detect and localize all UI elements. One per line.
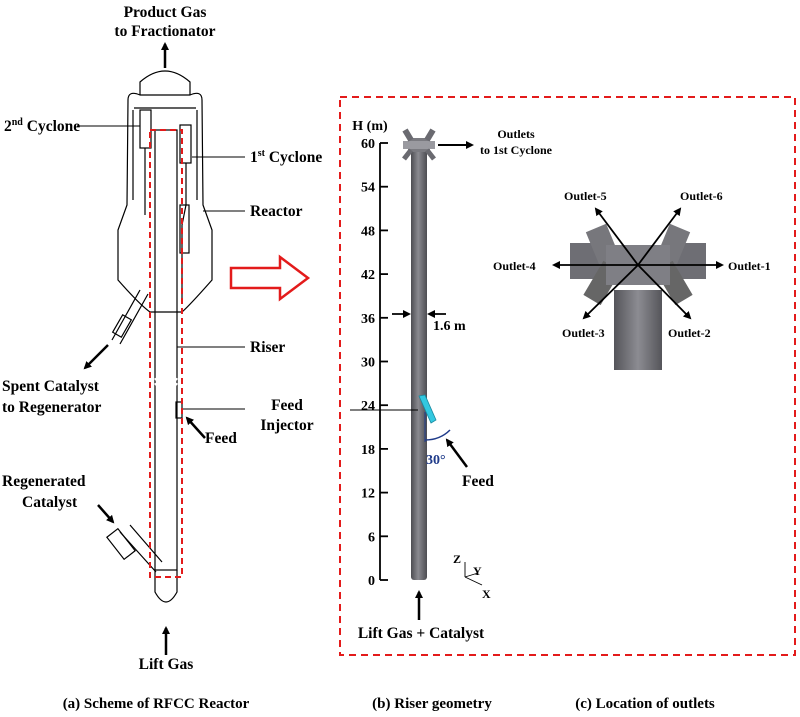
label-outlet-5: Outlet-5 (564, 189, 607, 203)
label-to-first-cyclone: to 1st Cyclone (480, 143, 553, 157)
label-to-fractionator: to Fractionator (114, 23, 215, 40)
label-lift-gas: Lift Gas (139, 656, 194, 673)
label-product-gas: Product Gas (124, 4, 207, 21)
label-injector: Injector (260, 417, 313, 434)
outlet-2-arrow (637, 264, 692, 320)
angle-arc (424, 429, 451, 441)
outlet-3-arrow (582, 264, 639, 320)
rfcc-scheme (77, 42, 245, 655)
outlet-5-arrow (594, 207, 639, 266)
caption-c: (c) Location of outlets (575, 696, 715, 712)
label-to-regenerator: to Regenerator (2, 399, 102, 416)
height-tick-label: 42 (361, 268, 375, 283)
riser-bottom (154, 570, 178, 603)
label-outlet-4: Outlet-4 (493, 259, 536, 273)
height-tick-label: 60 (361, 137, 375, 152)
label-second-cyclone: 2nd Cyclone (4, 117, 80, 135)
height-tick-label: 0 (368, 574, 375, 589)
feed-arrow (445, 438, 469, 468)
outlet-arrows (552, 207, 724, 320)
height-tick-label: 30 (361, 356, 375, 371)
height-tick-label: 6 (368, 530, 375, 545)
detail-panel (339, 96, 796, 656)
label-outlet-2: Outlet-2 (668, 326, 711, 340)
label-feed-injector: Feed (271, 397, 303, 414)
label-outlet-6: Outlet-6 (680, 189, 723, 203)
hollow-red-arrow (229, 254, 311, 302)
label-diameter: 1.6 m (433, 319, 466, 334)
caption-a: (a) Scheme of RFCC Reactor (63, 696, 250, 712)
label-outlets: Outlets (497, 127, 535, 141)
top-outlet-fitting (402, 128, 436, 161)
label-lift-gas-catalyst: Lift Gas + Catalyst (358, 625, 485, 642)
outlet-location: Outlet-1 Outlet-2 Outlet-3 Outlet-4 Outl… (493, 189, 771, 370)
label-regenerated: Regenerated (2, 473, 86, 490)
height-tick-label: 36 (361, 312, 375, 327)
height-tick-label: 12 (361, 487, 375, 502)
riser-pipe (411, 150, 427, 580)
label-catalyst: Catalyst (22, 494, 78, 511)
label-outlet-3: Outlet-3 (562, 326, 605, 340)
height-tick-label: 18 (361, 443, 375, 458)
label-angle: 30° (426, 453, 446, 468)
outlet-pipe (614, 290, 662, 370)
caption-b: (b) Riser geometry (372, 696, 492, 712)
reactor-vessel (117, 92, 213, 313)
spent-catalyst-standpipe (111, 289, 149, 345)
label-first-cyclone: 1st Cyclone (250, 148, 322, 166)
label-reactor: Reactor (250, 203, 303, 220)
label-spent-catalyst: Spent Catalyst (2, 378, 100, 395)
height-tick-label: 24 (361, 399, 375, 414)
label-feed-b: Feed (462, 473, 494, 490)
axis-y: Y (473, 564, 482, 578)
label-riser: Riser (250, 339, 285, 356)
reactor-top-dome (139, 70, 191, 95)
height-tick-label: 48 (361, 224, 375, 239)
regenerated-catalyst-line (119, 524, 163, 573)
riser-tube (154, 129, 178, 571)
label-feed-a: Feed (205, 430, 237, 447)
label-outlet-1: Outlet-1 (728, 259, 771, 273)
outlet-6-arrow (637, 207, 682, 266)
coordinate-triad (464, 562, 483, 586)
axis-label-h: H (m) (352, 119, 388, 134)
height-tick-label: 54 (361, 181, 375, 196)
riser-highlight-box (149, 129, 183, 578)
axis-x: X (482, 587, 491, 601)
feed-jet (418, 394, 437, 424)
axis-z: Z (453, 552, 461, 566)
